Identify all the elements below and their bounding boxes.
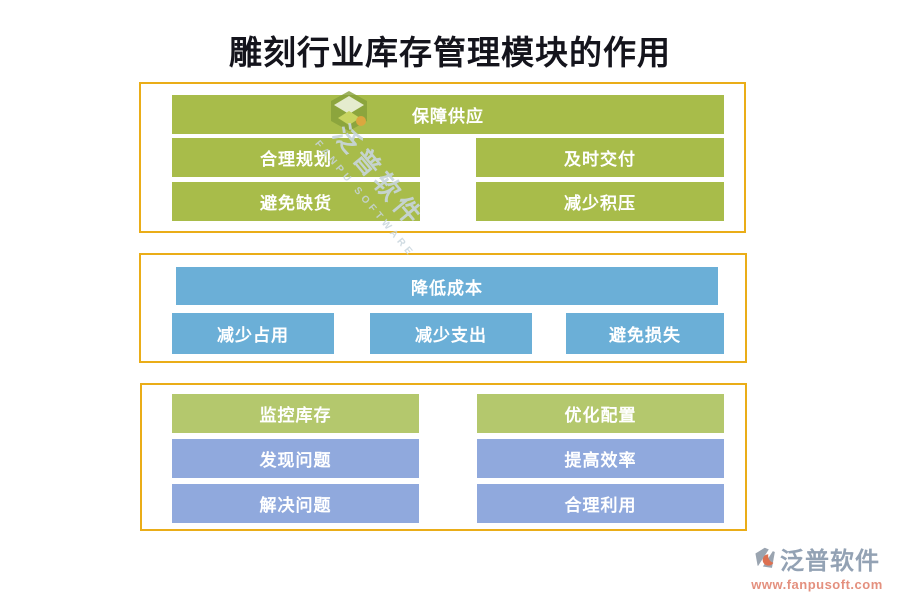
footer-logo: 泛普软件 www.fanpusoft.com — [742, 541, 892, 592]
fanpu-logo-icon — [755, 547, 776, 570]
cost-panel: 降低成本 减少占用 减少支出 避免损失 — [139, 253, 747, 363]
optimize-cell-efficiency: 提高效率 — [477, 439, 724, 478]
footer-brand-text: 泛普软件 — [780, 548, 880, 575]
cost-header-bar: 降低成本 — [176, 267, 718, 305]
optimize-cell-utilize: 合理利用 — [477, 484, 724, 523]
supply-cell-deliver: 及时交付 — [476, 138, 724, 177]
optimize-panel: 监控库存 发现问题 解决问题 优化配置 提高效率 合理利用 — [140, 383, 747, 531]
cost-cell-expense: 减少支出 — [370, 313, 532, 354]
cost-cell-loss: 避免损失 — [566, 313, 724, 354]
optimize-cell-solve: 解决问题 — [172, 484, 419, 523]
optimize-cell-monitor: 监控库存 — [172, 394, 419, 433]
supply-header-bar: 保障供应 — [172, 95, 724, 134]
supply-panel: 保障供应 合理规划 及时交付 避免缺货 减少积压 — [139, 82, 746, 233]
page-title: 雕刻行业库存管理模块的作用 — [229, 34, 671, 71]
supply-cell-shortage: 避免缺货 — [172, 182, 420, 221]
optimize-cell-discover: 发现问题 — [172, 439, 419, 478]
optimize-cell-config: 优化配置 — [477, 394, 724, 433]
supply-cell-plan: 合理规划 — [172, 138, 420, 177]
footer-url-text: www.fanpusoft.com — [751, 577, 883, 592]
footer-brand-row: 泛普软件 — [742, 541, 892, 576]
supply-cell-backlog: 减少积压 — [476, 182, 724, 221]
cost-cell-occupation: 减少占用 — [172, 313, 334, 354]
